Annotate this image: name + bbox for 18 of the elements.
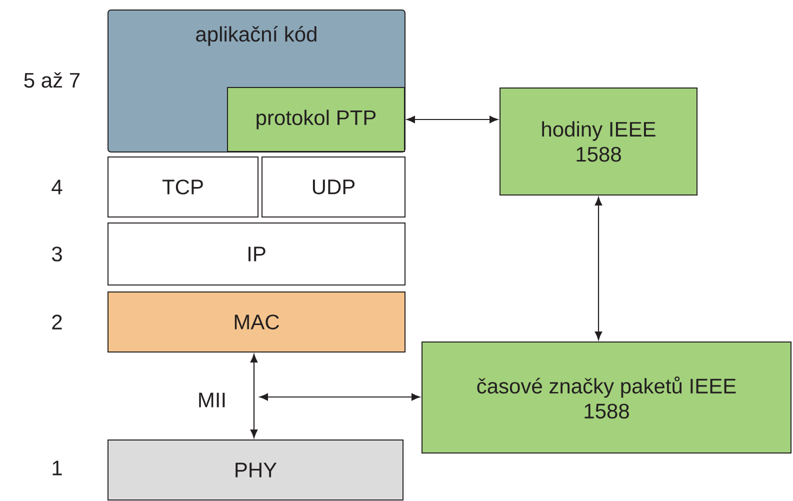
arrow bbox=[594, 197, 602, 340]
layer-box: MAC bbox=[108, 292, 406, 352]
layer-number: 3 bbox=[52, 246, 62, 262]
layer-box: PHY bbox=[108, 440, 404, 500]
arrow bbox=[250, 354, 258, 438]
edge-label: MII bbox=[196, 392, 228, 408]
layer-box: IP bbox=[108, 222, 406, 286]
timestamp-box: časové značky paketů IEEE 1588 bbox=[422, 342, 792, 454]
layer-number: 1 bbox=[52, 460, 62, 476]
layer-number: 5 až 7 bbox=[24, 72, 80, 88]
arrow bbox=[260, 393, 420, 401]
layer-number: 2 bbox=[52, 314, 62, 330]
layer-box: TCP bbox=[108, 156, 258, 218]
arrow bbox=[406, 116, 498, 124]
layer-number: 4 bbox=[52, 180, 62, 194]
layer-box: UDP bbox=[262, 156, 406, 218]
protocol-box: protokol PTP bbox=[227, 87, 405, 152]
clock-box: hodiny IEEE 1588 bbox=[500, 88, 698, 196]
